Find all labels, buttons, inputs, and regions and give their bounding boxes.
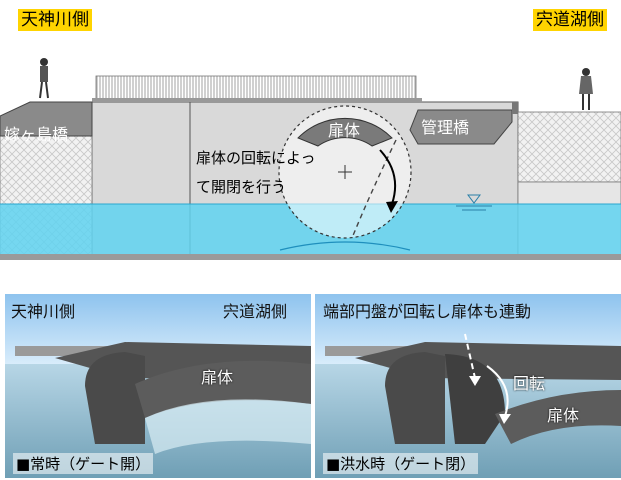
gate-label: 扉体 <box>328 121 360 140</box>
normal-state-render <box>5 294 311 478</box>
water-level-marker <box>467 194 481 204</box>
deck-top <box>92 98 422 103</box>
panel-flood-caption: ■洪水時（ゲート閉） <box>323 453 479 474</box>
panel-flood-gate-label: 扉体 <box>547 406 580 425</box>
riverbed <box>0 254 621 260</box>
left-side-label: 天神川側 <box>18 9 92 31</box>
person-right-icon <box>579 68 593 110</box>
railing <box>95 75 417 103</box>
gate-cross-section-diagram: 嫁ヶ島橋 管理橋 扉体 扉体の回転によっ て開閉を行う <box>0 58 621 260</box>
panel-flood-rotation-label: 回転 <box>513 374 546 393</box>
rotation-arrow <box>379 149 396 205</box>
rotation-note-line2: て開閉を行う <box>196 178 286 196</box>
rotation-arrowhead <box>386 201 398 213</box>
panel-normal-left-label: 天神川側 <box>11 302 76 321</box>
panel-normal-state: 天神川側 宍道湖側 扉体 ■常時（ゲート開） <box>5 294 311 478</box>
gate-leaf <box>297 117 393 147</box>
right-bank <box>517 111 621 183</box>
panel-flood-title: 端部円盤が回転し扉体も連動 <box>323 302 532 321</box>
left-bridge-label: 嫁ヶ島橋 <box>4 125 68 144</box>
gate-closed-position <box>351 139 397 239</box>
right-side-label: 宍道湖側 <box>533 9 607 31</box>
panel-normal-gate-label: 扉体 <box>201 368 234 387</box>
management-bridge-label: 管理橋 <box>421 118 469 137</box>
person-left-icon <box>39 58 49 99</box>
rotation-note-line1: 扉体の回転によっ <box>196 149 316 167</box>
bridge-post <box>512 102 518 114</box>
gate-sill <box>279 241 411 251</box>
panel-normal-right-label: 宍道湖側 <box>223 302 288 321</box>
panel-flood-state: 端部円盤が回転し扉体も連動 回転 扉体 ■洪水時（ゲート閉） <box>315 294 621 478</box>
left-bridge-deck <box>0 101 93 137</box>
panel-normal-caption: ■常時（ゲート開） <box>13 453 154 474</box>
